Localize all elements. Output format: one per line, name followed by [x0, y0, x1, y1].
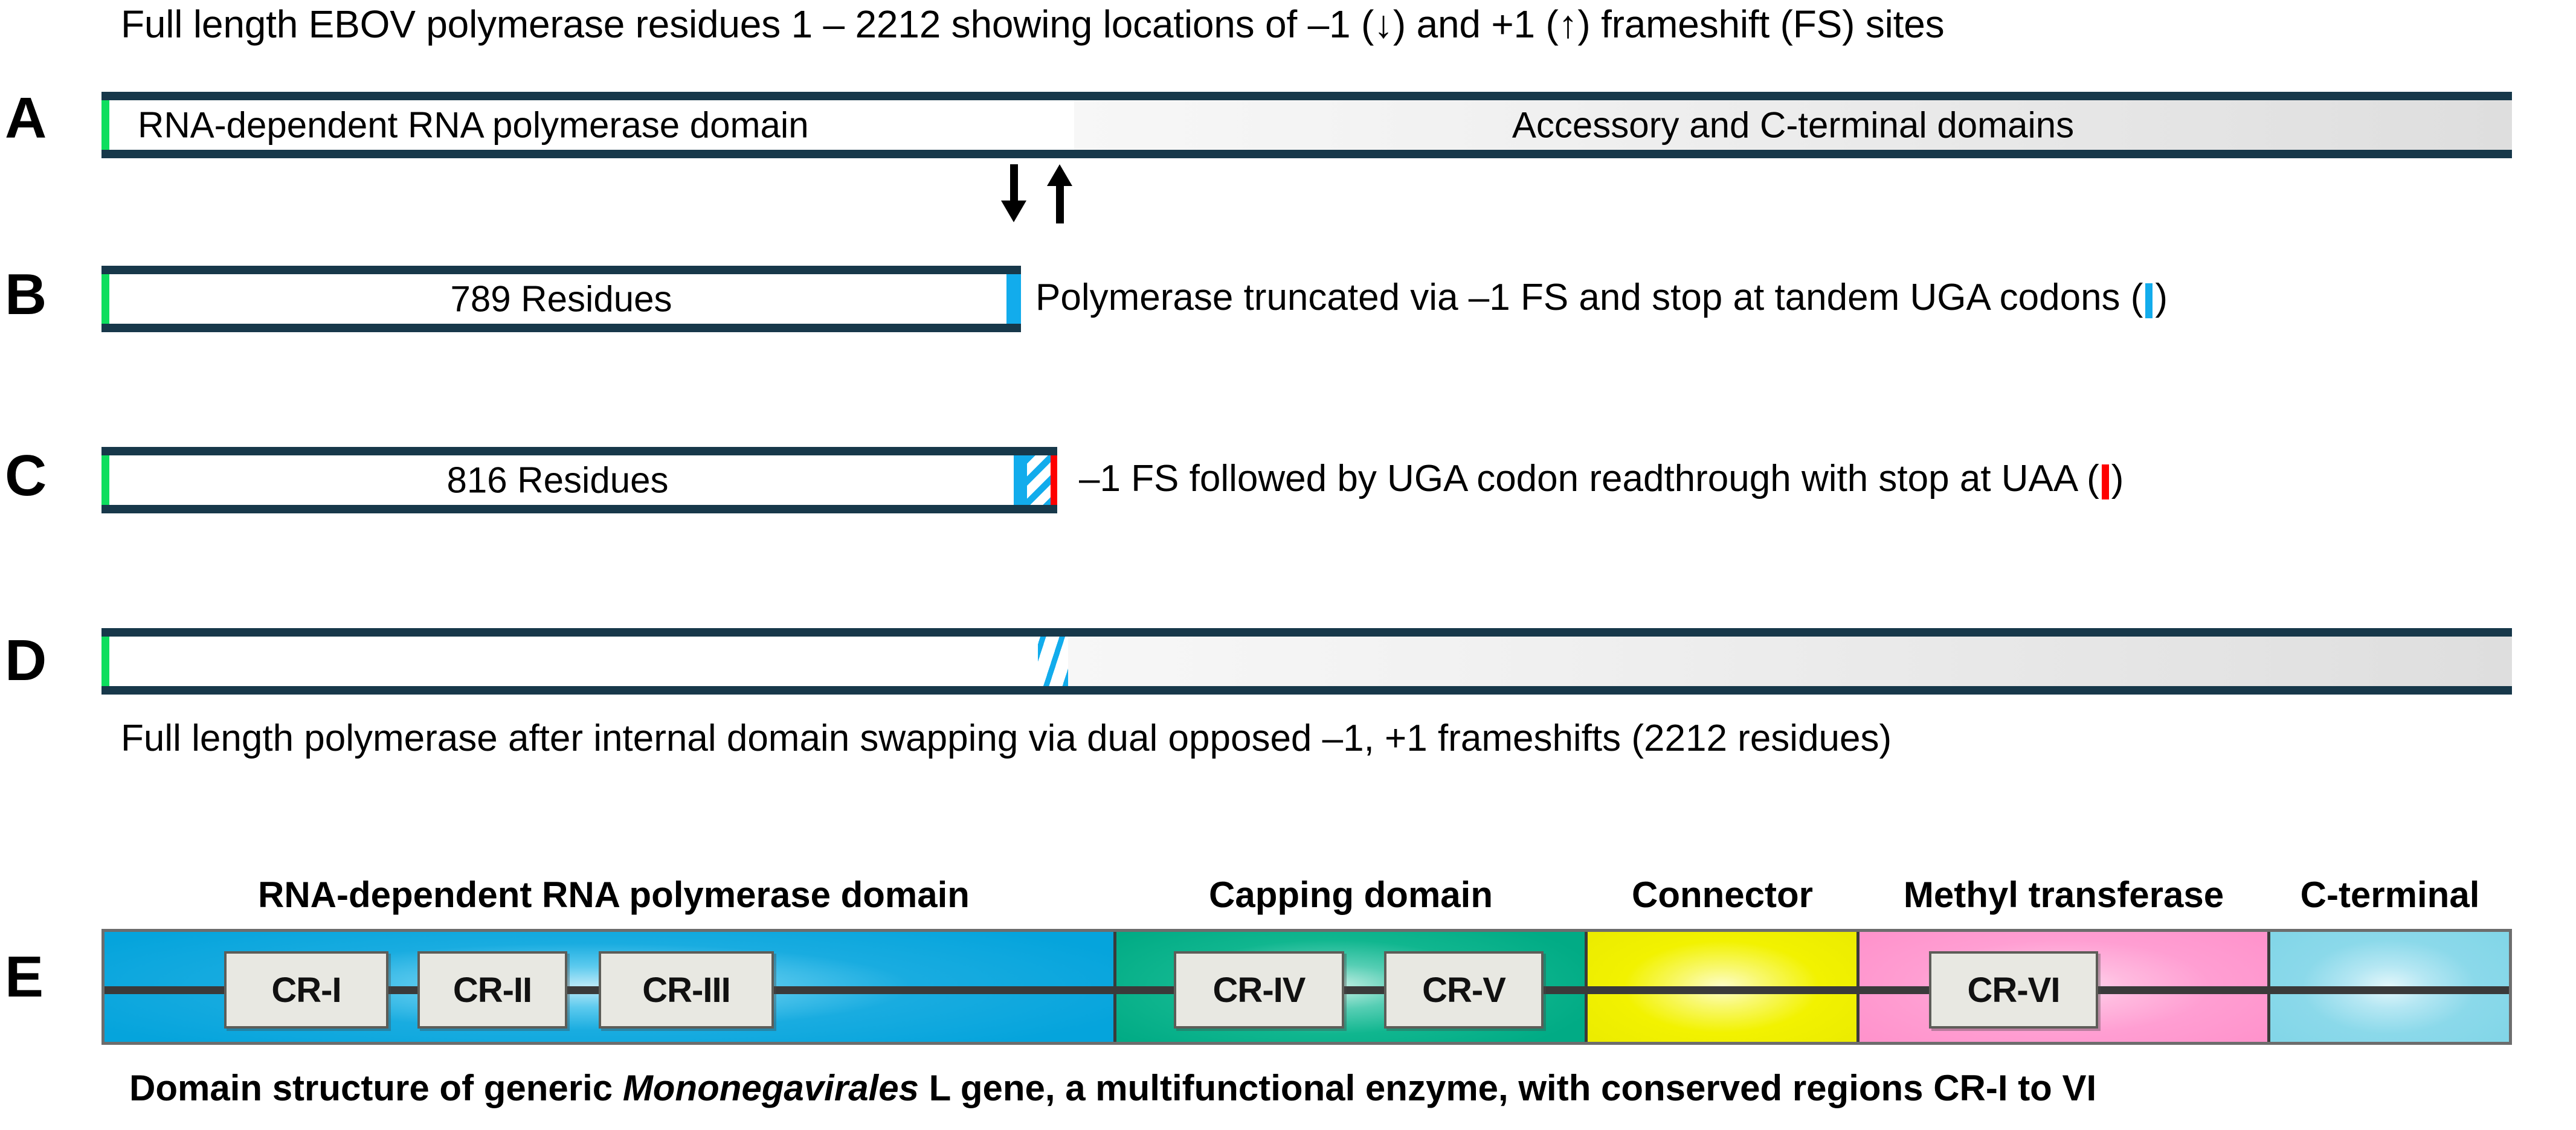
conserved-region-cr-vi: CR-VI [1929, 951, 2098, 1029]
panel-a-rdrp-segment [101, 100, 1074, 150]
panel-letter-b: B [5, 262, 47, 327]
panel-e-caption-part1: Domain structure of generic [129, 1068, 623, 1108]
panel-letter-d: D [5, 628, 47, 693]
panel-c-caption: –1 FS followed by UGA codon readthrough … [1079, 460, 2124, 499]
domain-title-rdrp: RNA-dependent RNA polymerase domain [258, 875, 970, 915]
panel-b-body [101, 274, 1021, 324]
panel-b-bar: 789 Residues [101, 266, 1021, 332]
panel-e-caption: Domain structure of generic Mononegavira… [129, 1070, 2096, 1106]
panel-c-uaa-stop-marker [1051, 455, 1057, 505]
panel-b-uga-stop-marker [1006, 274, 1021, 324]
panel-d-right-segment [1068, 637, 2512, 686]
conserved-region-cr-iii: CR-III [599, 951, 774, 1029]
uaa-stop-glyph-icon [2101, 464, 2109, 499]
panel-e-caption-part2: L gene, a multifunctional enzyme, with c… [918, 1068, 2097, 1108]
panel-c-frameshift-hatch [1027, 455, 1052, 505]
panel-d-domain-swap-hatch [1038, 637, 1068, 686]
panel-c-start-marker [101, 455, 109, 505]
panel-e-caption-italic: Mononegavirales [622, 1068, 919, 1108]
panel-d-left-segment [101, 637, 1038, 686]
panel-d-caption: Full length polymerase after internal do… [121, 717, 1892, 759]
panel-letter-e: E [5, 945, 44, 1009]
conserved-region-cr-ii: CR-II [417, 951, 567, 1029]
panel-a-title: Full length EBOV polymerase residues 1 –… [121, 2, 1945, 46]
panel-c-caption-suffix: ) [2111, 458, 2124, 499]
panel-a-start-marker [101, 100, 109, 150]
conserved-region-cr-i: CR-I [224, 951, 388, 1029]
uga-stop-glyph-icon [2145, 283, 2153, 318]
panel-e-domain-map: CR-I CR-II CR-III CR-IV CR-V CR-VI [101, 929, 2512, 1045]
conserved-region-cr-v: CR-V [1384, 951, 1544, 1029]
panel-b-caption-suffix: ) [2155, 277, 2168, 318]
panel-c-bar: 816 Residues [101, 447, 1057, 513]
panel-d-start-marker [101, 637, 109, 686]
domain-title-capping: Capping domain [1209, 875, 1493, 915]
domain-title-methyl-transferase: Methyl transferase [1903, 875, 2224, 915]
panel-d-bar [101, 628, 2512, 695]
panel-a-bar: RNA-dependent RNA polymerase domain Acce… [101, 92, 2512, 158]
panel-c-caption-prefix: –1 FS followed by UGA codon readthrough … [1079, 458, 2099, 499]
domain-title-c-terminal: C-terminal [2300, 875, 2480, 915]
panel-b-residue-label: 789 Residues [450, 278, 672, 319]
panel-c-uga-readthrough-marker [1014, 455, 1027, 505]
panel-letter-a: A [5, 86, 47, 150]
panel-a-accessory-segment [1074, 100, 2512, 150]
panel-c-residue-label: 816 Residues [446, 460, 669, 501]
panel-b-start-marker [101, 274, 109, 324]
panel-b-caption-prefix: Polymerase truncated via –1 FS and stop … [1035, 277, 2143, 318]
panel-c-body [101, 455, 1057, 505]
panel-a-accessory-label: Accessory and C-terminal domains [1512, 104, 2075, 146]
panel-b-caption: Polymerase truncated via –1 FS and stop … [1035, 279, 2168, 318]
panel-a-rdrp-label: RNA-dependent RNA polymerase domain [138, 104, 809, 146]
conserved-region-cr-iv: CR-IV [1174, 951, 1344, 1029]
domain-title-connector: Connector [1632, 875, 1813, 915]
panel-letter-c: C [5, 443, 47, 508]
